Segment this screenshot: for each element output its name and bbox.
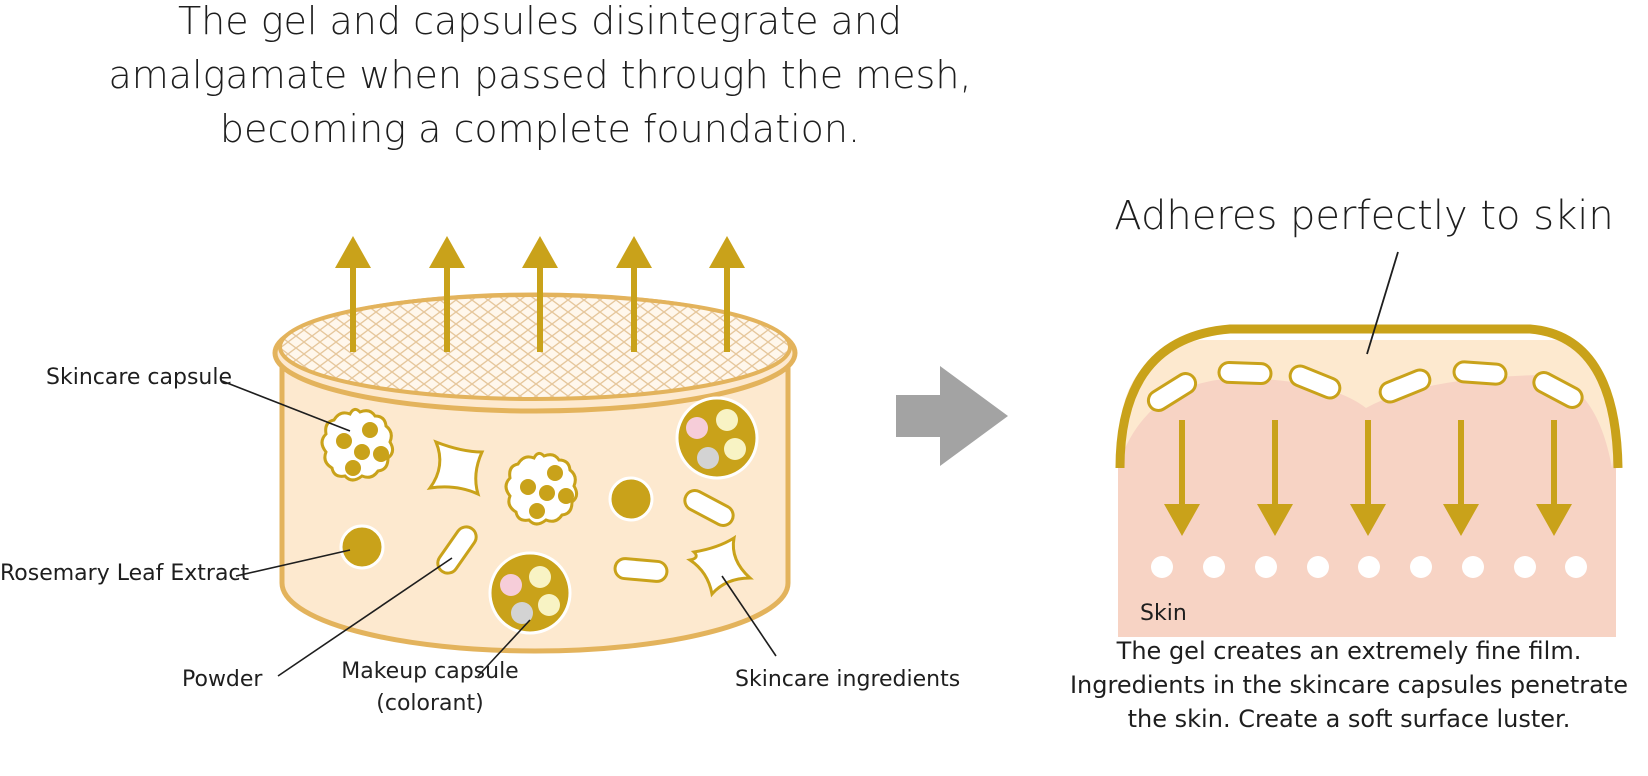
skin-pill	[1217, 360, 1273, 386]
rosemary-dot	[608, 476, 654, 522]
label-rosemary: Rosemary Leaf Extract	[0, 561, 250, 586]
down-arrow	[1536, 420, 1572, 536]
powder-pill	[613, 557, 669, 583]
right-title: Adheres perfectly to skin	[1114, 193, 1614, 239]
leader-lines	[221, 380, 777, 677]
gel-outline	[1115, 324, 1623, 469]
skin-dots	[1151, 556, 1587, 578]
mesh-disc	[278, 293, 792, 401]
ingredient-star	[426, 439, 485, 497]
down-arrows	[1164, 420, 1572, 536]
up-arrow	[429, 236, 465, 352]
headline-line: The gel and capsules disintegrate and	[177, 0, 903, 43]
title-leader	[1366, 251, 1399, 355]
skincare-capsule-shape	[504, 451, 579, 526]
makeup-capsule	[488, 551, 572, 635]
up-arrow	[709, 236, 745, 352]
skin-pill	[1146, 372, 1198, 412]
up-arrow	[616, 236, 652, 352]
caption-line: the skin. Create a soft surface luster.	[1127, 705, 1571, 733]
down-arrow	[1164, 420, 1200, 536]
makeup-capsule	[675, 396, 759, 480]
skin-pill	[1532, 370, 1584, 410]
headline: The gel and capsules disintegrate and am…	[60, 0, 1020, 156]
right-caption: The gel creates an extremely fine film. …	[1050, 634, 1648, 736]
label-makeup-line: Makeup capsule	[341, 659, 519, 684]
caption-line: The gel creates an extremely fine film.	[1116, 637, 1582, 665]
down-arrow	[1443, 420, 1479, 536]
skin-pill	[1452, 360, 1508, 386]
skin-pill	[1378, 368, 1432, 404]
ingredient-star	[686, 534, 754, 598]
skincare-capsule-shape	[320, 407, 395, 482]
down-arrow	[1257, 420, 1293, 536]
skin-section	[1115, 251, 1623, 637]
skin-label: Skin	[1140, 601, 1187, 626]
headline-line: becoming a complete foundation.	[219, 107, 861, 151]
down-arrow	[1350, 420, 1386, 536]
label-skincare-ingredients: Skincare ingredients	[735, 667, 961, 692]
up-arrow	[335, 236, 371, 352]
label-makeup-line: (colorant)	[376, 691, 484, 716]
up-arrows	[335, 236, 745, 352]
skin-pill	[1288, 364, 1342, 400]
label-skincare-capsule: Skincare capsule	[46, 365, 233, 390]
rosemary-dot	[339, 524, 385, 570]
powder-pill	[683, 488, 735, 528]
up-arrow	[522, 236, 558, 352]
transition-arrow-icon	[896, 366, 1008, 466]
label-powder: Powder	[182, 667, 263, 692]
label-makeup-capsule: Makeup capsule (colorant)	[330, 656, 530, 720]
caption-line: Ingredients in the skincare capsules pen…	[1069, 671, 1629, 699]
headline-line: amalgamate when passed through the mesh,	[108, 53, 972, 97]
